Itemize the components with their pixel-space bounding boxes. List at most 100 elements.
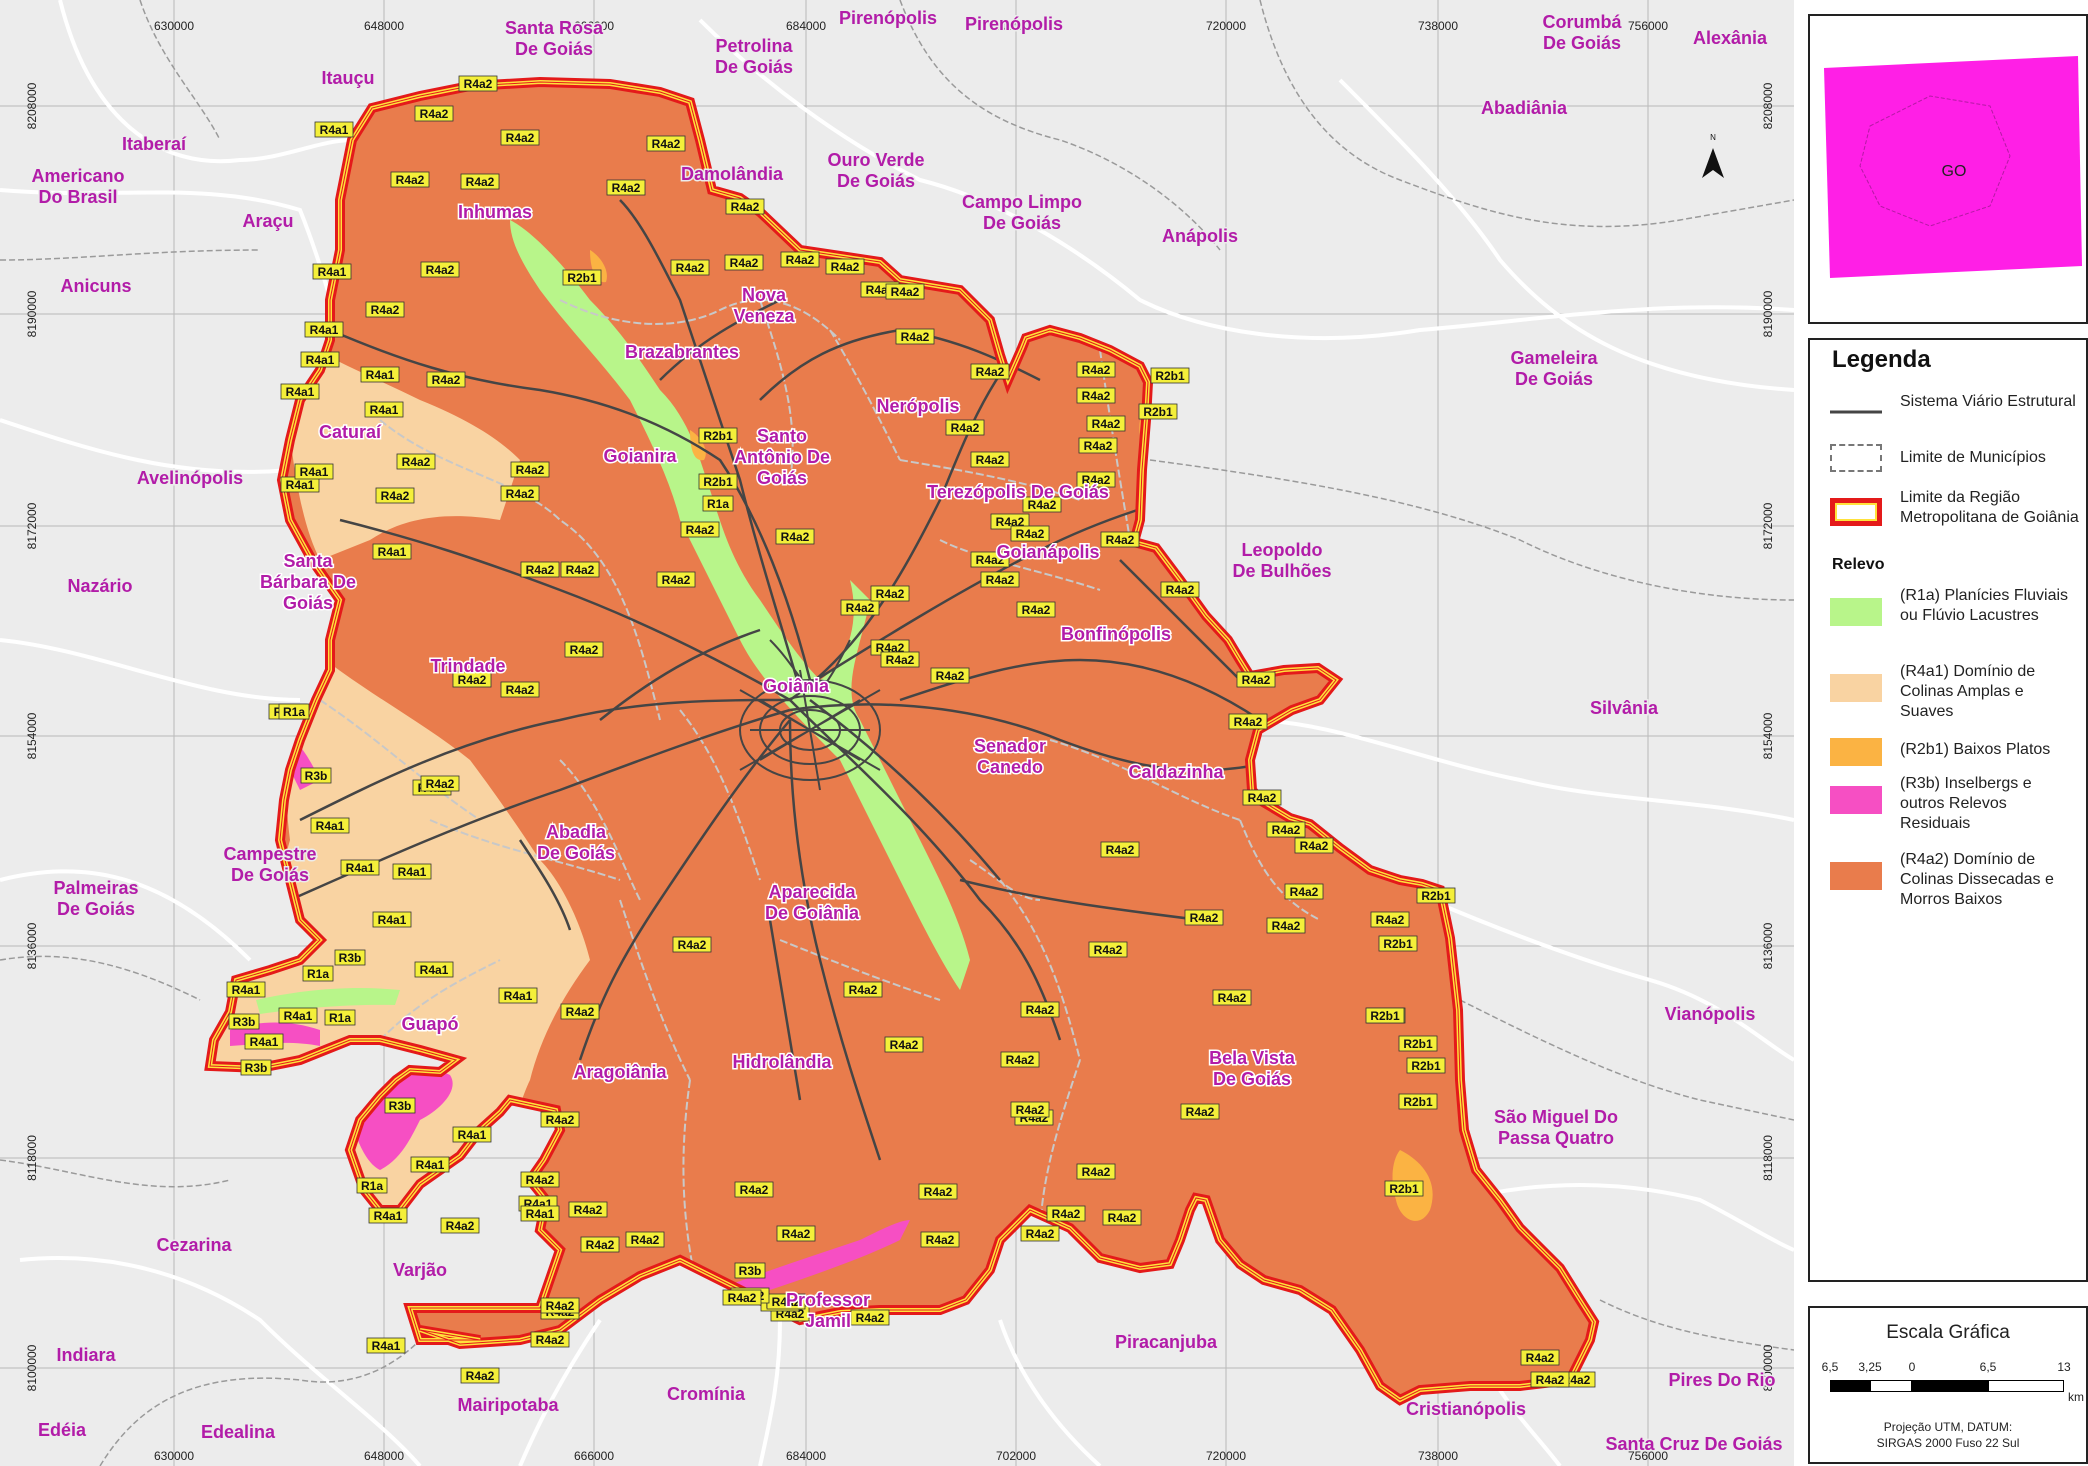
svg-text:R2b1: R2b1 xyxy=(703,429,733,443)
code-label-r4a1: R4a1 xyxy=(300,351,340,368)
svg-text:R4a2: R4a2 xyxy=(1094,943,1123,957)
grid-label-right: 8100000 xyxy=(1761,1344,1775,1391)
svg-text:R4a2: R4a2 xyxy=(856,1311,885,1325)
code-label-r1a: R1a xyxy=(278,703,310,720)
r1a-swatch xyxy=(1830,598,1882,626)
svg-text:R4a2: R4a2 xyxy=(446,1219,475,1233)
legend-r4a2-label: (R4a2) Domínio de Colinas Dissecadas e M… xyxy=(1900,851,2054,908)
grid-label-right: 8190000 xyxy=(1761,290,1775,337)
svg-text:R2b1: R2b1 xyxy=(703,475,733,489)
svg-text:R4a2: R4a2 xyxy=(1218,991,1247,1005)
svg-text:R4a1: R4a1 xyxy=(378,913,407,927)
svg-text:R4a2: R4a2 xyxy=(1242,673,1271,687)
code-label-r4a2: R4a2 xyxy=(775,528,815,545)
municipal-limit-symbol xyxy=(1830,444,1882,472)
code-label-r4a2: R4a2 xyxy=(766,1293,806,1310)
location-inset: GO xyxy=(1808,14,2088,324)
svg-text:R4a2: R4a2 xyxy=(976,553,1005,567)
scale-tick-4: 6,5 xyxy=(1979,1360,1997,1374)
svg-text:R4a1: R4a1 xyxy=(366,368,395,382)
code-label-r4a1: R4a1 xyxy=(244,1033,284,1050)
code-label-r4a2: R4a2 xyxy=(1102,1209,1142,1226)
place-label-inside: Aragoiânia xyxy=(573,1062,667,1082)
place-label-outside: Vianópolis xyxy=(1665,1004,1756,1024)
svg-text:R4a2: R4a2 xyxy=(891,285,920,299)
code-label-r4a2: R4a2 xyxy=(724,254,764,271)
code-label-r3b: R3b xyxy=(334,949,366,966)
svg-text:R4a2: R4a2 xyxy=(1234,715,1263,729)
code-label-r1a: R1a xyxy=(702,495,734,512)
svg-text:R4a1: R4a1 xyxy=(504,989,533,1003)
code-label-r4a2: R4a2 xyxy=(1228,713,1268,730)
grid-label-top: 684000 xyxy=(786,19,826,33)
svg-text:R4a2: R4a2 xyxy=(426,263,455,277)
svg-text:R4a1: R4a1 xyxy=(416,1158,445,1172)
grid-label-top: 702000 xyxy=(996,19,1036,33)
svg-text:R4a2: R4a2 xyxy=(586,1238,615,1252)
grid-label-bottom: 738000 xyxy=(1418,1449,1458,1463)
legend-r3b-label: (R3b) Inselbergs e outros Relevos Residu… xyxy=(1900,775,2032,832)
grid-label-right: 8136000 xyxy=(1761,922,1775,969)
svg-text:R4a2: R4a2 xyxy=(986,573,1015,587)
svg-text:R1a: R1a xyxy=(307,967,329,981)
svg-text:R4a1: R4a1 xyxy=(310,323,339,337)
code-label-r4a1: R4a1 xyxy=(226,981,266,998)
grid-label-top: 648000 xyxy=(364,19,404,33)
svg-text:R4a2: R4a2 xyxy=(1190,911,1219,925)
code-label-r4a2: R4a2 xyxy=(452,671,492,688)
svg-text:R4a1: R4a1 xyxy=(370,403,399,417)
legend-road-label: Sistema Viário Estrutural xyxy=(1900,393,2076,410)
grid-label-left: 8172000 xyxy=(25,502,39,549)
svg-text:R4a2: R4a2 xyxy=(731,200,760,214)
place-label-outside: Araçu xyxy=(242,211,293,231)
code-label-r1a: R1a xyxy=(356,1177,388,1194)
code-label-r2b1: R2b1 xyxy=(1416,887,1456,904)
svg-text:R4a2: R4a2 xyxy=(876,587,905,601)
scale-title: Escala Gráfica xyxy=(1886,1322,2010,1343)
legend-metro-label: Limite da Região Metropolitana de Goiâni… xyxy=(1900,489,2079,526)
goiania-urban-core xyxy=(739,639,881,791)
svg-text:R4a2: R4a2 xyxy=(1290,885,1319,899)
code-label-r4a2: R4a2 xyxy=(375,487,415,504)
place-label-outside: Abadiânia xyxy=(1481,98,1568,118)
place-label-inside: Bonfinópolis xyxy=(1061,624,1171,644)
svg-text:R1a: R1a xyxy=(361,1179,383,1193)
code-label-r4a2: R4a2 xyxy=(560,561,600,578)
legend-r2b1-label: (R2b1) Baixos Platos xyxy=(1900,741,2051,758)
scale-seg-1 xyxy=(1830,1380,1870,1392)
svg-text:R4a2: R4a2 xyxy=(566,563,595,577)
code-label-r4a1: R4a1 xyxy=(314,121,354,138)
svg-text:R4a2: R4a2 xyxy=(1052,1207,1081,1221)
code-label-r4a2: R4a2 xyxy=(1016,601,1056,618)
svg-text:R4a2: R4a2 xyxy=(464,77,493,91)
code-label-r4a2: R4a2 xyxy=(560,1003,600,1020)
svg-text:R4a2: R4a2 xyxy=(570,643,599,657)
svg-text:R4a2: R4a2 xyxy=(1028,498,1057,512)
svg-text:R4a1: R4a1 xyxy=(378,545,407,559)
svg-text:R4a2: R4a2 xyxy=(976,365,1005,379)
scale-tick-1: 6,5 xyxy=(1821,1360,1839,1374)
svg-text:R4a1: R4a1 xyxy=(318,265,347,279)
code-label-r4a1: R4a1 xyxy=(372,911,412,928)
inset-label: GO xyxy=(1942,163,1967,180)
svg-text:R4a2: R4a2 xyxy=(782,1227,811,1241)
svg-text:R4a2: R4a2 xyxy=(1106,843,1135,857)
svg-text:R4a2: R4a2 xyxy=(402,455,431,469)
svg-text:R4a2: R4a2 xyxy=(574,1203,603,1217)
svg-text:R4a2: R4a2 xyxy=(1536,1373,1565,1387)
svg-text:R4a2: R4a2 xyxy=(924,1185,953,1199)
legend-panel: Legenda Sistema Viário Estrutural Limite… xyxy=(1808,338,2088,1282)
legend-item-r4a2: (R4a2) Domínio de Colinas Dissecadas e M… xyxy=(1830,850,2080,914)
code-label-r4a2: R4a2 xyxy=(885,283,925,300)
code-label-r4a2: R4a2 xyxy=(625,1231,665,1248)
svg-text:R4a2: R4a2 xyxy=(901,330,930,344)
